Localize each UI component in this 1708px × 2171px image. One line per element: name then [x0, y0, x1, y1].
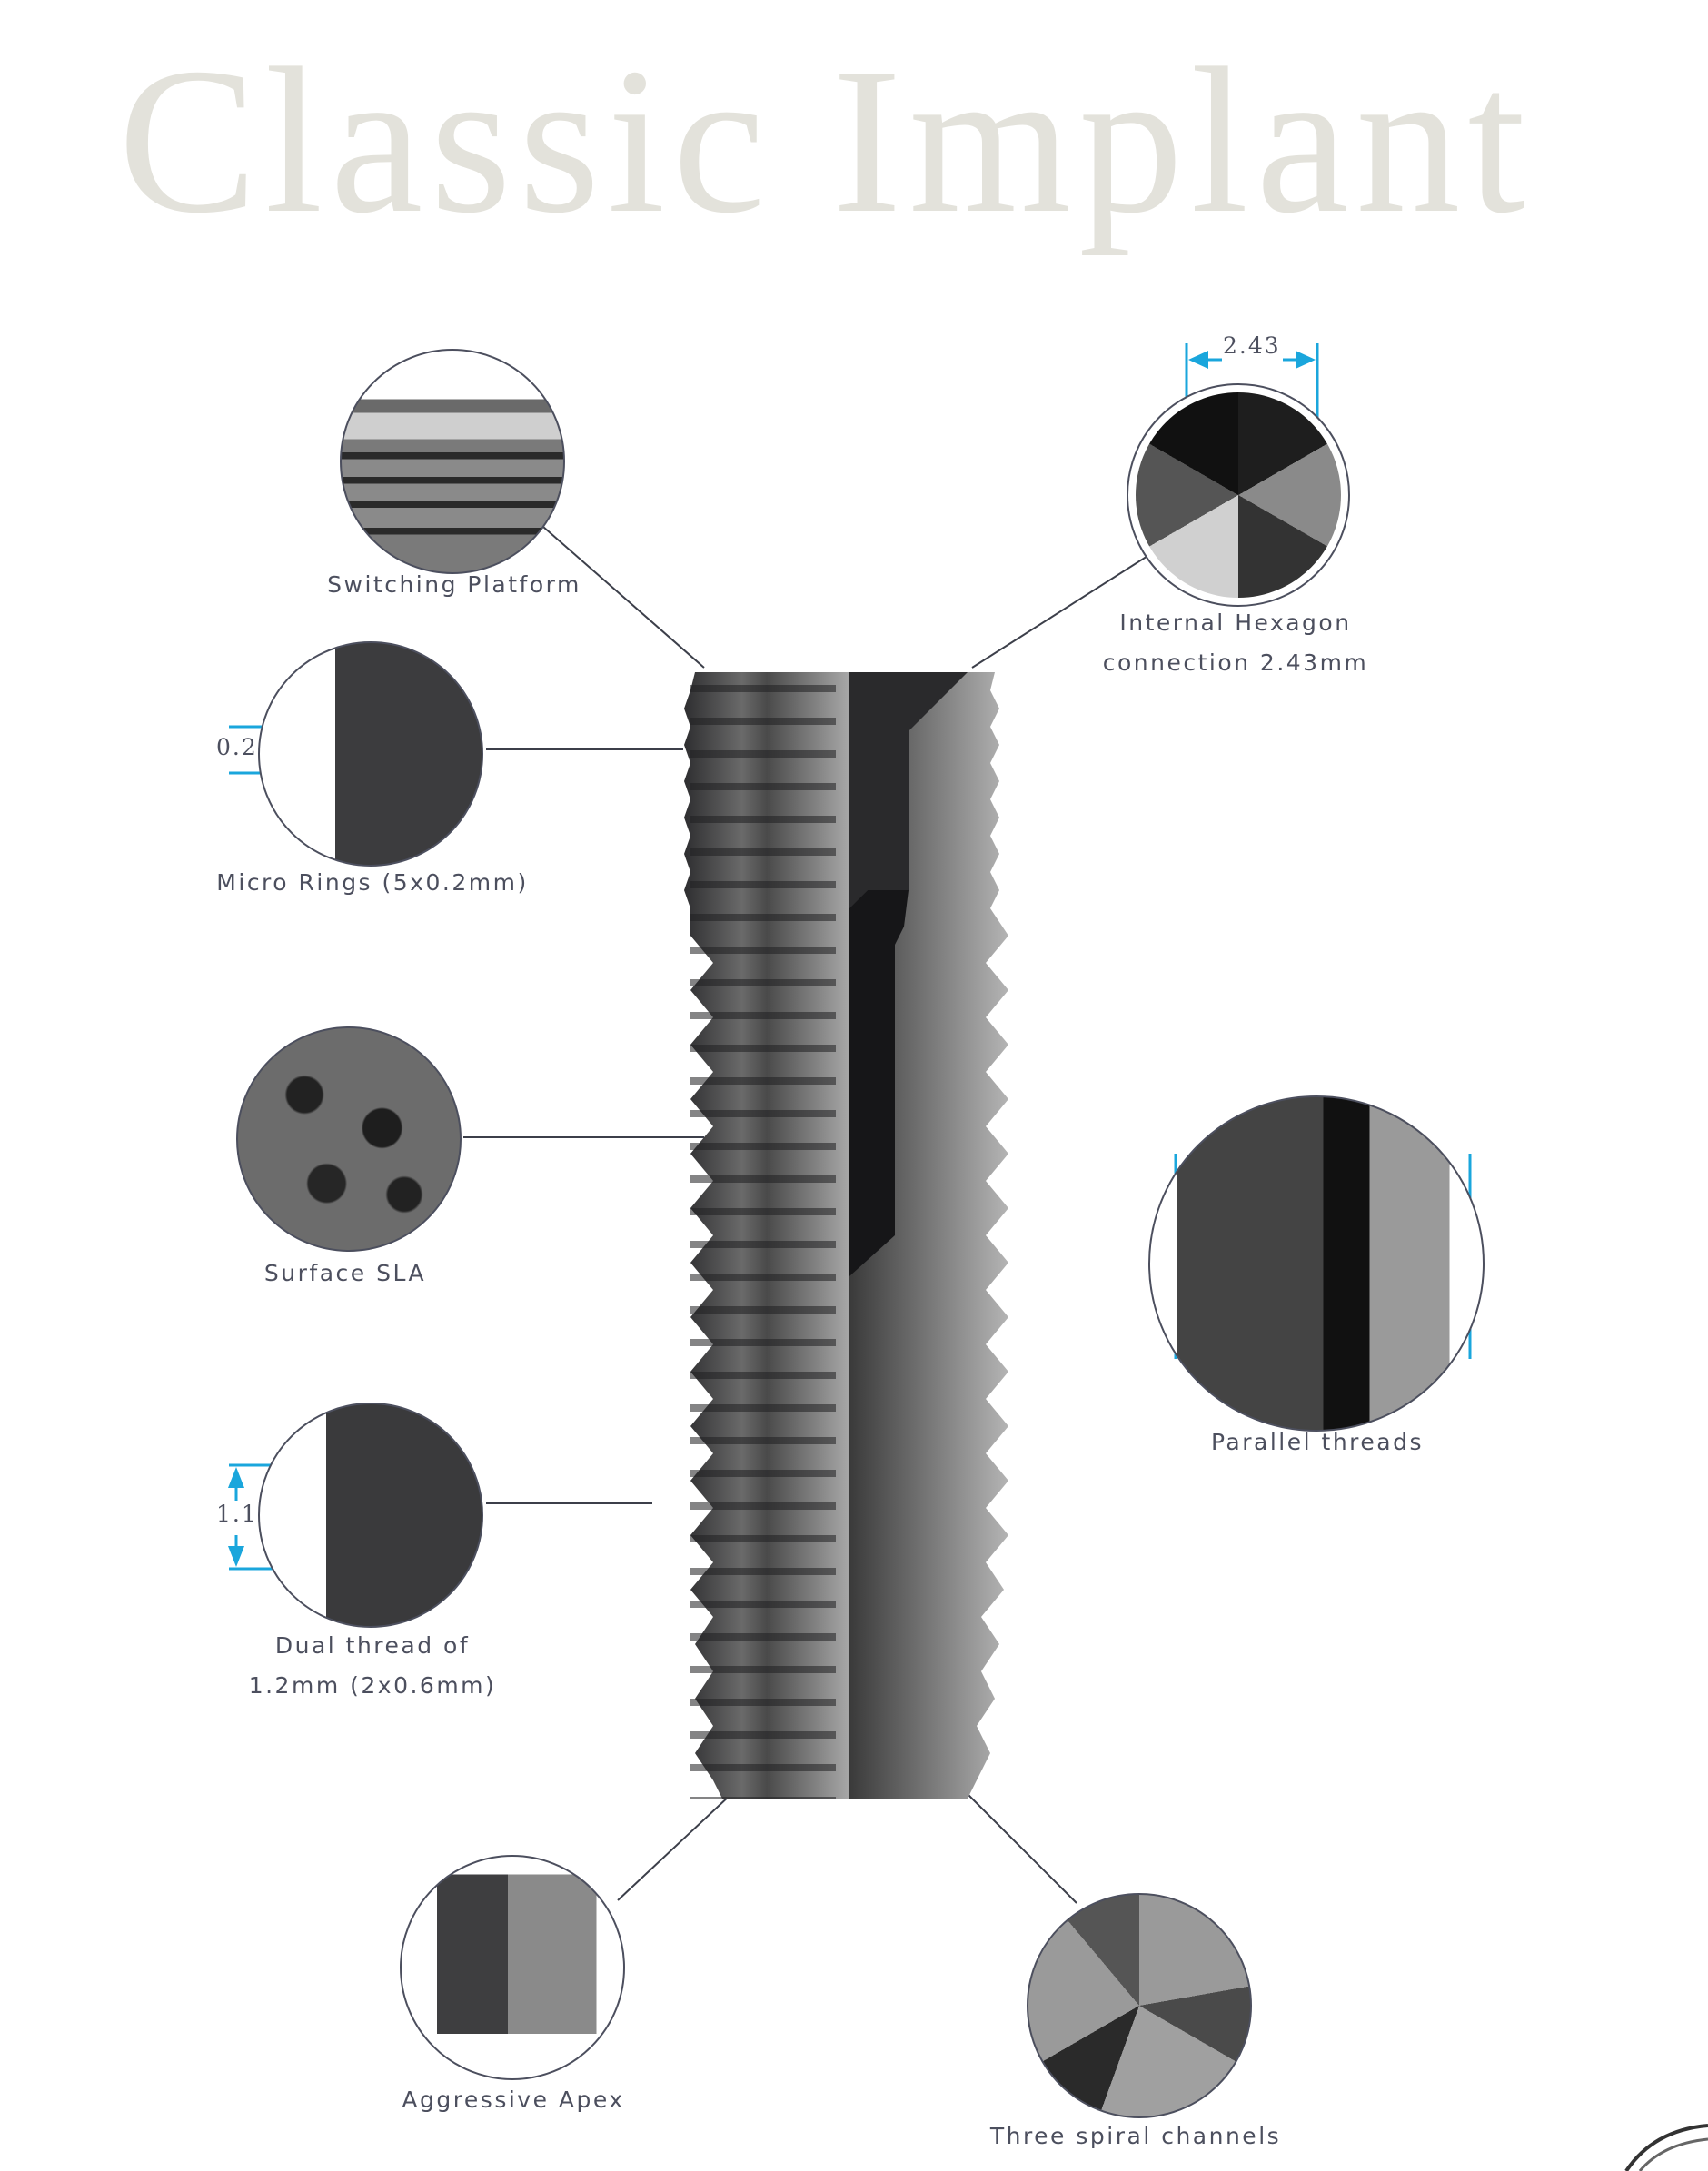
dual-thread-dimension: 1.1	[216, 1501, 258, 1527]
logo-fragment-icon	[1624, 2124, 1708, 2171]
parallel-threads-detail	[1148, 1095, 1485, 1432]
hexagon-socket-icon	[1136, 392, 1341, 598]
implant-illustration	[684, 672, 1008, 1799]
dual-thread-label-line2: 1.2mm (2x0.6mm)	[248, 1672, 497, 1699]
micro-rings-detail	[258, 641, 483, 867]
three-spiral-channels-detail	[1027, 1893, 1252, 2118]
aggressive-apex-detail	[400, 1855, 625, 2080]
internal-hexagon-label-line2: connection 2.43mm	[1102, 649, 1369, 676]
dual-thread-detail	[258, 1403, 483, 1628]
parallel-threads-label: Parallel threads	[1210, 1429, 1424, 1455]
hexagon-dimension: 2.43	[1223, 332, 1281, 359]
page-title: Classic Implant	[118, 25, 1534, 256]
micro-rings-dimension: 0.2	[216, 734, 258, 760]
surface-sla-label: Surface SLA	[263, 1260, 427, 1286]
switching-platform-detail	[340, 349, 565, 574]
micro-rings-label: Micro Rings (5x0.2mm)	[216, 869, 529, 896]
surface-sla-detail	[236, 1026, 462, 1252]
internal-hexagon-label-line1: Internal Hexagon	[1119, 610, 1352, 636]
internal-hexagon-detail	[1127, 383, 1350, 607]
three-spiral-channels-label: Three spiral channels	[989, 2123, 1282, 2149]
switching-platform-label: Switching Platform	[327, 571, 581, 598]
dual-thread-label-line1: Dual thread of	[274, 1632, 471, 1659]
aggressive-apex-label: Aggressive Apex	[402, 2087, 625, 2113]
